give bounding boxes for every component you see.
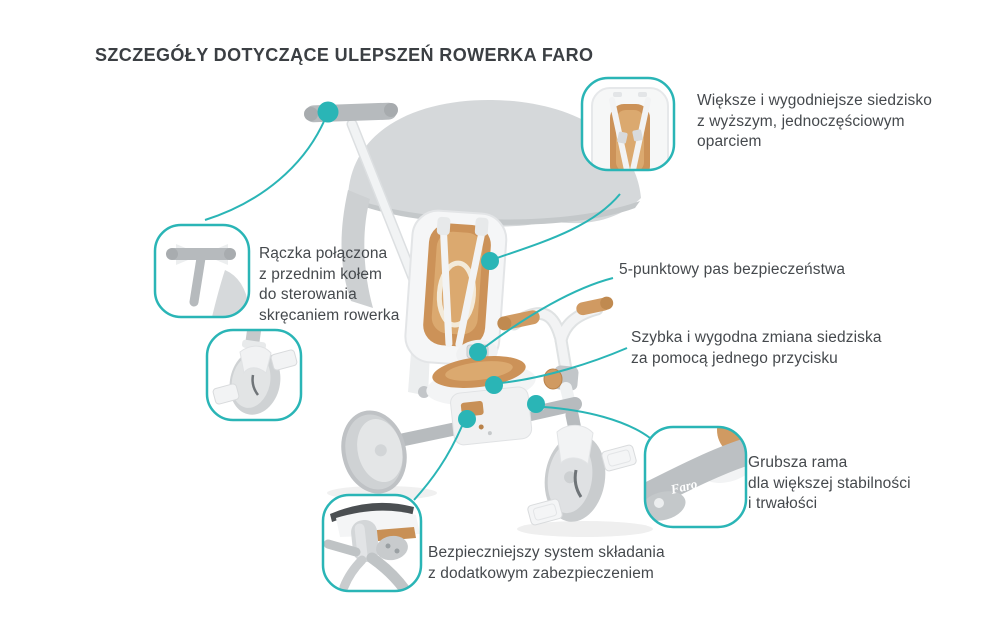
label-safety-belt: 5-punktowy pas bezpieczeństwa	[619, 261, 846, 278]
callout-fold-thumbnail	[321, 493, 423, 593]
label-handle-steering: Rączka połączona z przednim kołem do ste…	[259, 245, 400, 324]
child-seat	[404, 209, 536, 406]
front-fork	[556, 424, 594, 466]
right-grip	[576, 296, 614, 316]
connector-seat	[496, 193, 621, 259]
connector-handle	[204, 118, 326, 221]
footrest-right	[601, 444, 637, 472]
frame: Faro	[376, 386, 582, 451]
dot-seat	[481, 252, 499, 270]
connector-lines	[204, 118, 651, 501]
connector-frame	[543, 406, 651, 439]
rear-wheel	[341, 410, 407, 494]
dot-seat-change	[485, 376, 503, 394]
connector-seat-change	[500, 347, 628, 384]
dot-handle	[317, 101, 339, 123]
callout-dots	[317, 101, 545, 428]
callout-seat-thumbnail	[580, 76, 676, 172]
callout-wheel-thumbnail	[205, 328, 303, 422]
tricycle-illustration: Faro	[304, 99, 641, 526]
callout-handle-thumbnail	[153, 223, 251, 319]
label-thicker-frame: Grubsza rama dla większej stabilności i …	[748, 454, 911, 512]
label-seat-change: Szybka i wygodna zmiana siedziska za pom…	[631, 329, 882, 367]
dot-frame	[527, 395, 545, 413]
dot-belt	[469, 343, 487, 361]
front-wheel	[527, 424, 637, 526]
dot-fold	[458, 410, 476, 428]
label-folding-system: Bezpieczniejszy system składania z dodat…	[428, 544, 665, 582]
frame-thumbnail-logo-text: Faro	[668, 476, 699, 497]
connector-fold	[413, 425, 463, 501]
page-title: SZCZEGÓŁY DOTYCZĄCE ULEPSZEŃ ROWERKA FAR…	[95, 45, 594, 65]
connector-belt	[484, 277, 614, 348]
label-seat-upgrade: Większe i wygodniejsze siedzisko z wyższ…	[697, 92, 932, 150]
footrest-left	[527, 498, 563, 526]
